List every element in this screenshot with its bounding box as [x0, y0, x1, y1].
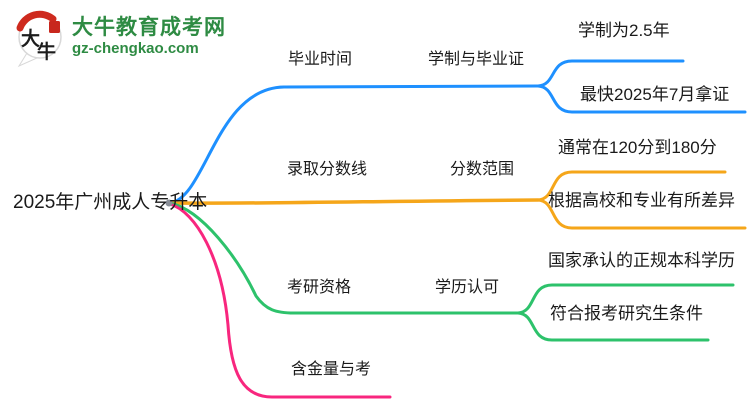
leaf-label-earliest-diploma: 最快2025年7月拿证	[580, 85, 730, 104]
site-name: 大牛教育成考网	[72, 16, 226, 39]
leaf-label-score-varies: 根据高校和专业有所差异	[548, 191, 735, 210]
branch-label-graduation-time: 毕业时间	[288, 51, 353, 68]
root-node-label: 2025年广州成人专升本	[13, 192, 208, 213]
child-label-degree-recognition: 学历认可	[435, 279, 500, 296]
site-logo[interactable]: 大 牛 大牛教育成考网 gz-chengkao.com	[12, 8, 226, 68]
root-junction-dot	[165, 199, 173, 207]
leaf-label-postgrad-requirements: 符合报考研究生条件	[550, 304, 703, 323]
leaf-label-program-length: 学制为2.5年	[578, 21, 670, 40]
branch-label-postgrad-eligibility: 考研资格	[287, 279, 352, 296]
child-label-program-length-diploma: 学制与毕业证	[428, 51, 525, 68]
branch-orange-leaf2-path	[536, 198, 747, 230]
branch-green-leaf2-path	[516, 311, 710, 342]
site-domain: gz-chengkao.com	[72, 40, 199, 58]
branch-orange-leaf1-path	[536, 170, 727, 202]
branch-blue-leaf1-path	[536, 59, 685, 88]
branch-label-admission-score: 录取分数线	[287, 161, 368, 178]
branch-label-value-and-exam: 含金量与考	[291, 361, 372, 378]
branch-blue-leaf2-path	[536, 84, 747, 114]
branch-green-leaf1-path	[516, 283, 735, 315]
leaf-label-score-range-values: 通常在120分到180分	[558, 138, 717, 157]
logo-bull-bubble-icon: 大 牛	[16, 10, 62, 68]
branch-pink-main-path	[168, 202, 392, 399]
branch-green-main-path	[168, 201, 520, 315]
logo-mark-char-2: 牛	[37, 40, 56, 63]
branch-orange-main-path	[168, 198, 540, 205]
branch-blue-main-path	[168, 84, 540, 205]
child-label-score-range: 分数范围	[450, 161, 515, 178]
logo-mark-char-1: 大	[21, 27, 40, 50]
leaf-label-state-recognized-degree: 国家承认的正规本科学历	[548, 251, 735, 270]
